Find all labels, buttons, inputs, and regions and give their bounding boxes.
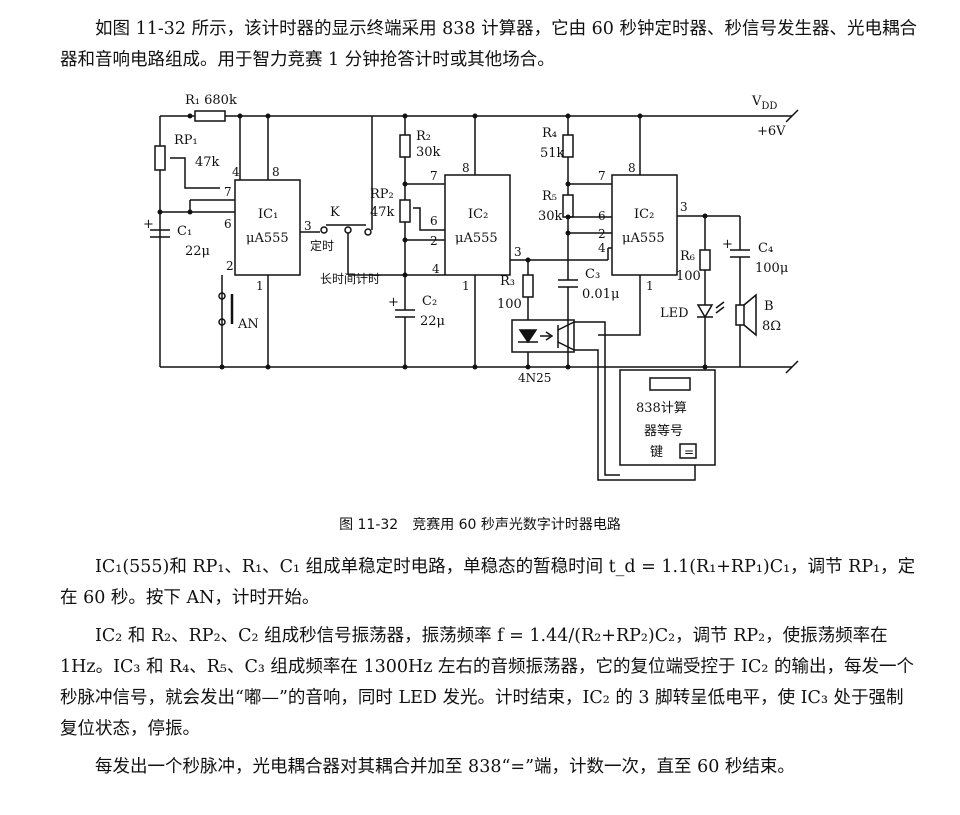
- r4-value: 51k: [540, 146, 565, 161]
- r3-label: R₃: [500, 274, 515, 289]
- svg-text:1: 1: [462, 279, 470, 293]
- c2-value: 22μ: [420, 314, 445, 329]
- svg-text:4: 4: [432, 262, 440, 276]
- svg-text:2: 2: [430, 234, 438, 248]
- svg-text:1: 1: [256, 279, 264, 293]
- r5-label: R₅: [542, 189, 557, 204]
- rp2-label: RP₂: [370, 187, 394, 202]
- opto-label: 4N25: [518, 371, 551, 385]
- r5-value: 30k: [538, 209, 563, 224]
- speaker-label: B: [764, 299, 774, 314]
- c1-label: C₁: [177, 224, 192, 239]
- r2-label: R₂: [416, 129, 431, 144]
- rp1-label: RP₁: [174, 133, 198, 148]
- c4-value: 100μ: [755, 261, 788, 276]
- c4-label: C₄: [758, 241, 773, 256]
- c1-value: 22μ: [185, 244, 210, 259]
- resistor-r2: [399, 134, 411, 158]
- resistor-r5: [562, 194, 574, 218]
- c3-value: 0.01μ: [582, 287, 619, 302]
- potentiometer-rp2: [399, 199, 411, 223]
- r6-label: R₆: [680, 249, 695, 264]
- long-timing-label: 长时间计时: [320, 272, 380, 286]
- vdd-label: VDD: [751, 94, 777, 112]
- svg-text:3: 3: [304, 219, 312, 233]
- calculator-label-3: 键: [650, 445, 663, 460]
- ic2-first-chip: [444, 174, 511, 276]
- svg-text:7: 7: [430, 169, 438, 183]
- svg-text:6: 6: [224, 217, 232, 231]
- svg-text:4: 4: [598, 241, 606, 255]
- calculator-label-2: 器等号: [644, 423, 683, 439]
- svg-text:4: 4: [232, 165, 240, 179]
- svg-text:8: 8: [462, 161, 470, 175]
- svg-text:2: 2: [226, 259, 234, 273]
- svg-text:7: 7: [598, 169, 606, 183]
- rp2-value: 47k: [370, 205, 395, 220]
- resistor-r3: [522, 274, 534, 298]
- an-label: AN: [237, 317, 259, 332]
- vdd-value: +6V: [757, 124, 786, 139]
- paragraph-ic2: IC₂ 和 R₂、RP₂、C₂ 组成秒信号振荡器，振荡频率 f = 1.44/(…: [60, 626, 914, 739]
- resistor-r1: [194, 110, 226, 122]
- svg-text:6: 6: [430, 214, 438, 228]
- timer-circuit-diagram: VDD +6V R₁ 680k RP₁ 47k + C₁ 22μ IC₁ μA5…: [143, 93, 799, 481]
- svg-text:8: 8: [272, 165, 280, 179]
- c3-label: C₃: [585, 267, 600, 282]
- r2-value: 30k: [416, 145, 441, 160]
- speaker-value: 8Ω: [762, 319, 781, 334]
- svg-text:+: +: [388, 295, 399, 310]
- ic2-second-chip-label: μA555: [622, 231, 665, 246]
- svg-text:1: 1: [646, 279, 654, 293]
- ic2-first-label: IC₂: [468, 207, 488, 222]
- r1-label: R₁ 680k: [185, 93, 237, 108]
- svg-text:7: 7: [224, 185, 232, 199]
- paragraph-optocoupler: 每发出一个秒脉冲，光电耦合器对其耦合并加至 838“=”端，计数一次，直至 60…: [95, 757, 795, 777]
- dingshi-label: 定时: [310, 238, 334, 253]
- svg-text:3: 3: [680, 200, 688, 214]
- calculator-display: [649, 377, 691, 391]
- ic1-chip-label: μA555: [246, 231, 289, 246]
- resistor-r4: [562, 134, 574, 158]
- svg-text:6: 6: [598, 209, 606, 223]
- svg-text:2: 2: [598, 227, 606, 241]
- rp1-value: 47k: [195, 155, 220, 170]
- svg-text:3: 3: [514, 245, 522, 259]
- paragraph-ic1: IC₁(555)和 RP₁、R₁、C₁ 组成单稳定时电路，单稳态的暂稳时间 t_…: [60, 557, 916, 608]
- ic2-second-chip: [611, 174, 678, 276]
- figure-caption: 图 11-32 竞赛用 60 秒声光数字计时器电路: [339, 517, 621, 533]
- ic1-chip: [234, 179, 301, 276]
- c2-label: C₂: [422, 294, 437, 309]
- r4-label: R₄: [542, 126, 557, 141]
- ic1-label: IC₁: [258, 207, 278, 222]
- calculator-label-1: 838计算: [636, 401, 687, 416]
- led-diode: [696, 304, 714, 319]
- resistor-r6: [699, 249, 711, 271]
- intro-paragraph: 如图 11-32 所示，该计时器的显示终端采用 838 计算器，它由 60 秒钟…: [60, 19, 917, 70]
- led-label: LED: [660, 306, 689, 321]
- potentiometer-rp1: [154, 145, 166, 171]
- svg-text:+: +: [143, 217, 154, 232]
- svg-text:8: 8: [628, 161, 636, 175]
- svg-text:+: +: [722, 237, 733, 252]
- ic2-first-chip-label: μA555: [455, 231, 498, 246]
- equals-key-label: =: [684, 445, 694, 459]
- r6-value: 100: [676, 269, 701, 284]
- ic2-second-label: IC₂: [634, 207, 654, 222]
- r3-value: 100: [497, 297, 522, 312]
- k-label: K: [330, 205, 340, 220]
- equals-key: [679, 443, 697, 459]
- speaker: [735, 304, 745, 326]
